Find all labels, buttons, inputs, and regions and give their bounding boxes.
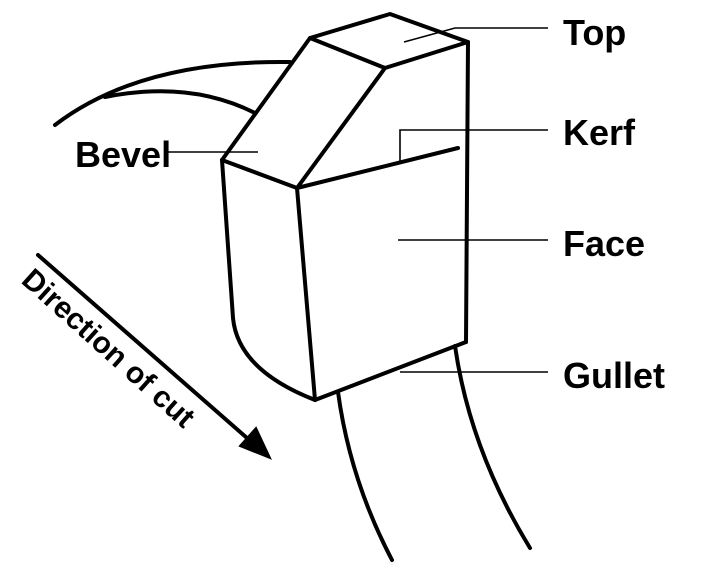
tooth-top-surface <box>308 12 470 70</box>
top-leader-line <box>403 27 548 43</box>
direction-arrow-head <box>238 426 272 460</box>
bevel-label: Bevel <box>75 134 171 175</box>
tooth-left-side <box>220 158 317 402</box>
saw-body-lower-line <box>103 89 257 115</box>
gullet-right-curve <box>453 344 532 550</box>
kerf-leader-line <box>399 129 548 163</box>
kerf-line <box>295 146 460 190</box>
direction-of-cut-label: Direction of cut <box>15 263 201 435</box>
top-label: Top <box>563 12 626 53</box>
kerf-label: Kerf <box>563 112 636 153</box>
tooth-face-surface <box>295 186 468 402</box>
tooth-right-edge <box>464 40 470 344</box>
tooth-bevel-surface <box>220 36 387 190</box>
gullet-left-curve <box>336 390 394 562</box>
saw-body-upper-line <box>53 59 292 127</box>
direction-arrow-shaft <box>36 253 257 447</box>
gullet-label: Gullet <box>563 355 665 396</box>
face-label: Face <box>563 223 645 264</box>
